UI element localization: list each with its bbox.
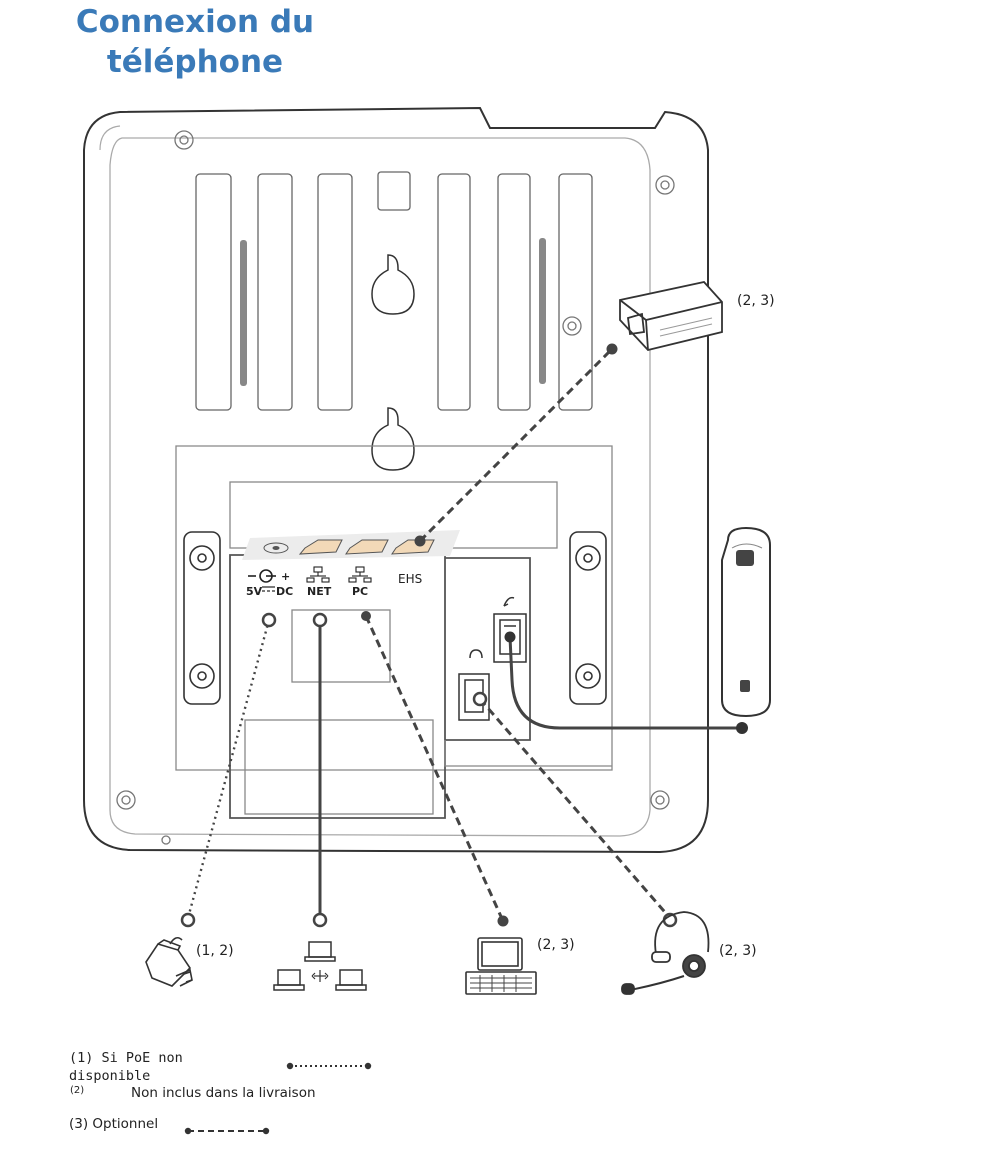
connector-panel xyxy=(175,445,613,819)
headset-icon xyxy=(621,911,710,995)
endpoint-dots xyxy=(180,343,748,928)
net-port-label: NET xyxy=(307,585,332,598)
ehs-adapter-callout: (2, 3) xyxy=(737,293,775,309)
power-adapter-icon xyxy=(145,936,193,987)
headset-jack xyxy=(458,649,490,721)
ehs-port-label: EHS xyxy=(398,572,422,586)
pc-port-label: PC xyxy=(352,585,368,598)
pc-callout: (2, 3) xyxy=(537,937,575,953)
ehs-adapter-icon xyxy=(619,281,723,351)
legend-dotted-sample xyxy=(286,1062,372,1070)
pc-port-symbol xyxy=(348,566,372,583)
page-title: Connexion du téléphone xyxy=(60,2,330,82)
legend-note-2-marker: (2) xyxy=(70,1085,85,1096)
power-port-plus: + xyxy=(281,570,290,583)
page-title-line2: téléphone xyxy=(106,44,284,80)
wall-mount-keyholes xyxy=(371,254,415,471)
page-title-line1: Connexion du xyxy=(75,4,315,40)
power-port-dc: DC xyxy=(276,585,293,598)
vent-slots xyxy=(195,171,593,411)
power-port-voltage: 5V xyxy=(246,585,263,598)
power-port-symbol xyxy=(248,569,276,583)
headset-cable-line xyxy=(478,698,672,919)
legend-note-3: (3) Optionnel xyxy=(69,1116,159,1132)
dc-symbol xyxy=(262,586,275,592)
headset-callout: (2, 3) xyxy=(719,943,757,959)
connection-lines xyxy=(186,347,742,922)
net-port-symbol xyxy=(306,566,330,583)
phone-back xyxy=(83,106,709,854)
power-adapter-callout: (1, 2) xyxy=(196,943,234,959)
legend-note-2: Non inclus dans la livraison xyxy=(131,1085,316,1101)
network-icon xyxy=(273,941,367,991)
screw-holes xyxy=(116,130,675,845)
ehs-cable-line xyxy=(418,347,614,543)
pc-cable-line xyxy=(364,615,505,922)
legend-dashed-sample xyxy=(184,1127,270,1135)
handset-icon xyxy=(721,526,771,718)
port-openings xyxy=(242,530,460,560)
legend-note-1: (1) Si PoE non disponible xyxy=(69,1050,183,1084)
handset-cable-line xyxy=(508,636,742,730)
computer-icon xyxy=(465,937,537,995)
stand-rails xyxy=(240,238,546,386)
side-feet xyxy=(183,531,607,705)
